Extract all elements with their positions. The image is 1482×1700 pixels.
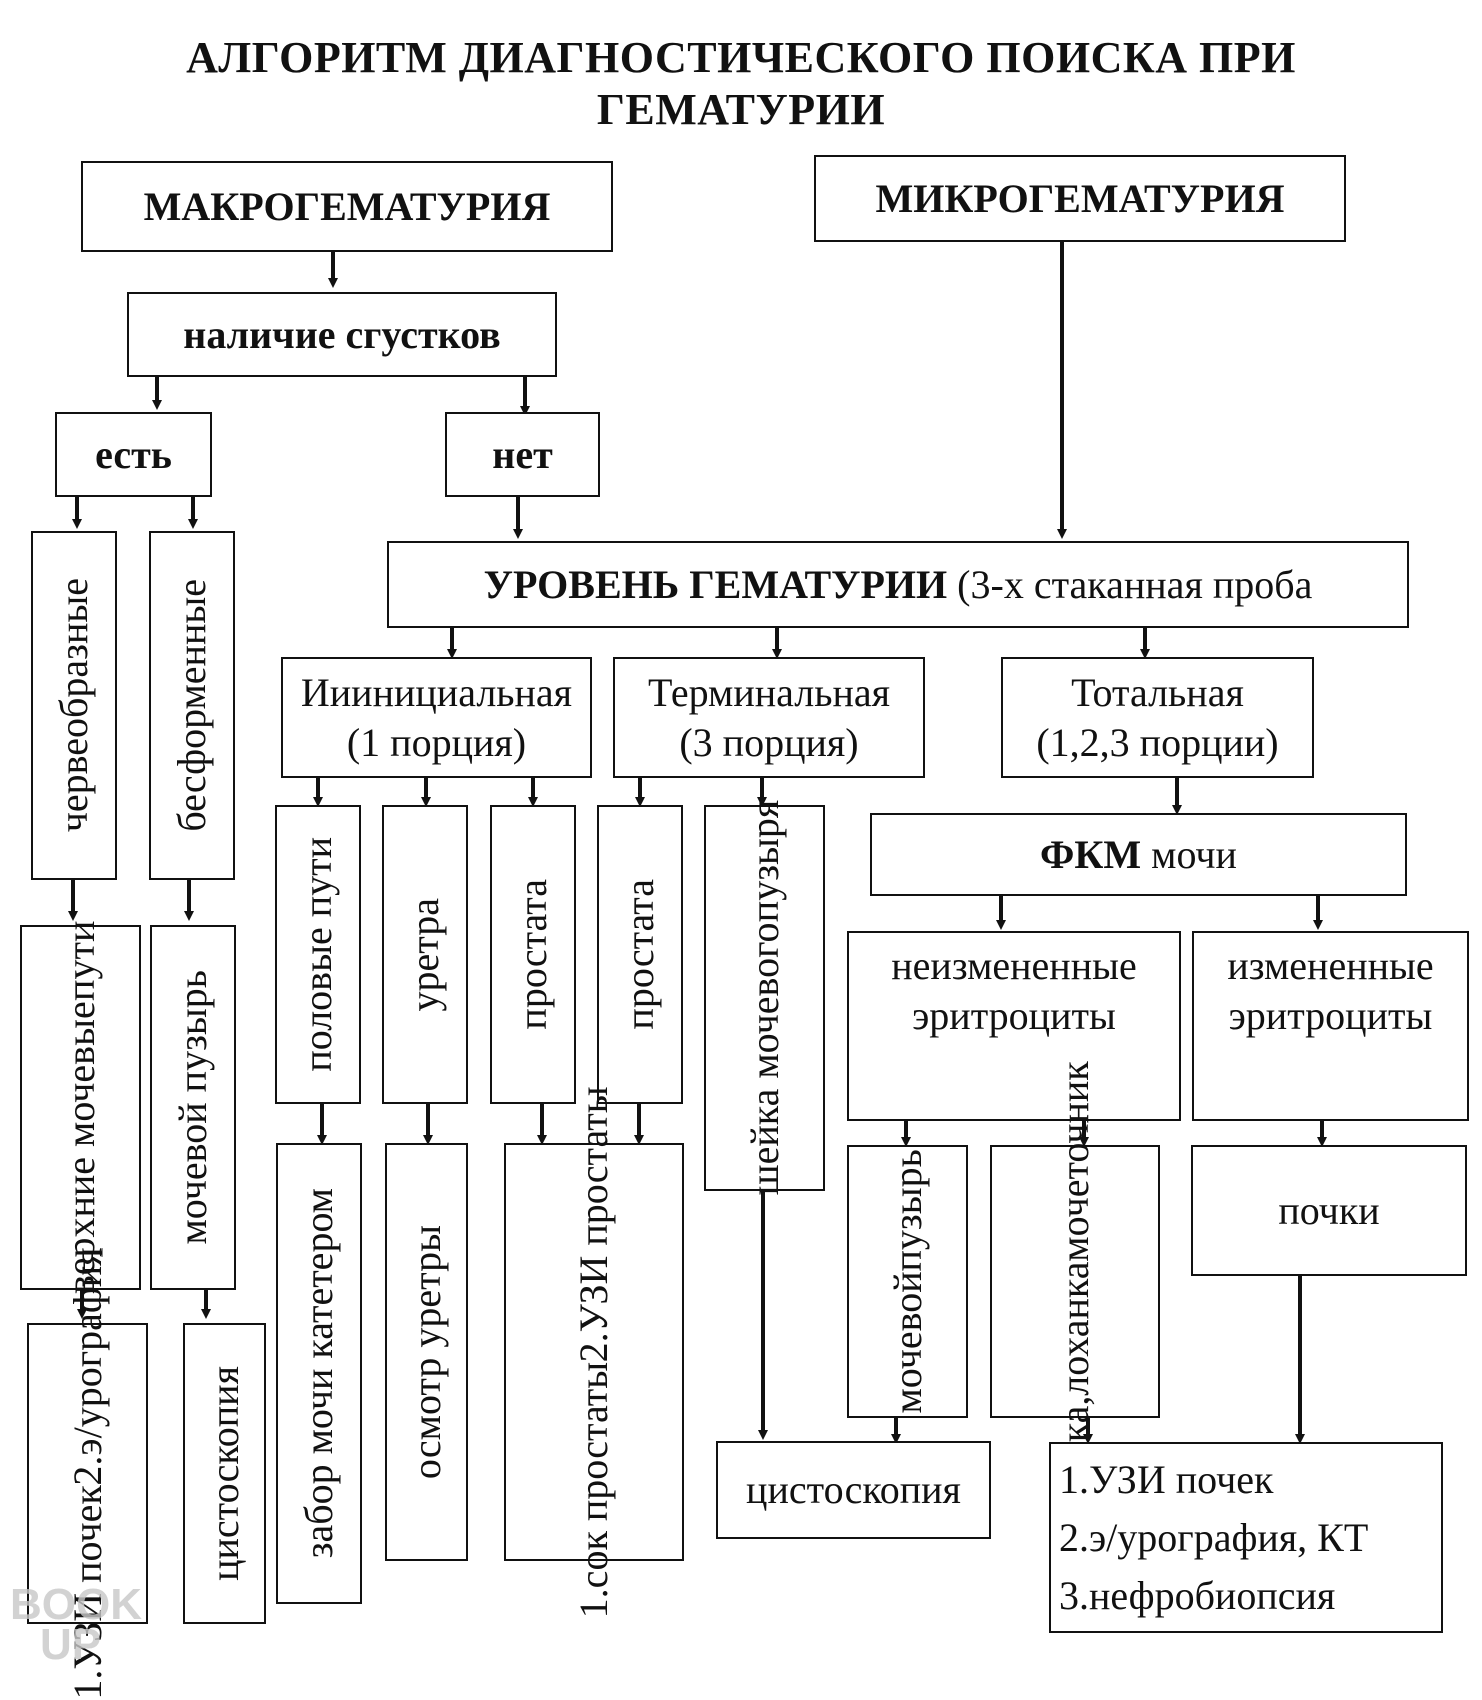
worm-shaped-label: червеобразные [51, 578, 96, 833]
fkm-bold: ФКМ [1040, 831, 1142, 877]
prostate-1-box: простата [490, 805, 576, 1104]
macrohematuria-box: МАКРОГЕМАТУРИЯ [81, 161, 613, 252]
upper-tract-text: верхние мочевые пути [56, 921, 106, 1294]
yes-box: есть [55, 412, 212, 497]
total-box: Тотальная (1,2,3 порции) [1001, 657, 1314, 778]
pelvis-box: почка, лоханка мочеточник [990, 1061, 1160, 1502]
genital-tract-box: половые пути [275, 805, 361, 1104]
bladder-2-line-2: пузырь [884, 1149, 930, 1272]
prostate-exam-line-1: 1.сок простаты [571, 1361, 616, 1619]
terminal-line-2: (3 порция) [679, 719, 859, 765]
bladder-neck-line-1: шейка мочевого [741, 922, 787, 1196]
total-line-1: Тотальная [1071, 669, 1244, 715]
cystoscopy-mid-box: цистоскопия [716, 1441, 991, 1539]
bookup-watermark: BOOK UP [10, 1580, 142, 1669]
hematuria-level-text: УРОВЕНЬ ГЕМАТУРИИ (3-х стаканная проба [484, 560, 1313, 610]
cystoscopy-left-label: цистоскопия [201, 1366, 247, 1581]
title-line-2: ГЕМАТУРИИ [596, 85, 886, 134]
hematuria-level-bold: УРОВЕНЬ ГЕМАТУРИИ [483, 561, 948, 607]
cystoscopy-mid-label: цистоскопия [746, 1467, 961, 1512]
upper-tract-box: верхние мочевые пути [20, 921, 141, 1294]
urethra-box: уретра [382, 805, 468, 1104]
upper-tract-line-2: пути [57, 921, 103, 1002]
bladder-2-text: мочевой пузырь [883, 1149, 933, 1414]
shapeless-box: бесформенные [149, 531, 235, 880]
final-exam-line-3: 3.нефробиопсия [1059, 1572, 1336, 1618]
bladder-2-line-1: мочевой [884, 1271, 930, 1414]
initial-line-1: Ииинициальная [300, 669, 573, 715]
total-text: Тотальная (1,2,3 порции) [1036, 668, 1278, 768]
kidneys-label: почки [1278, 1187, 1380, 1233]
terminal-line-1: Терминальная [647, 669, 891, 715]
catheter-box: забор мочи катетером [276, 1143, 362, 1604]
final-exam-text: 1.УЗИ почек 2.э/урография, КТ 3.нефробио… [1051, 1451, 1441, 1625]
title-line-1: АЛГОРИТМ ДИАГНОСТИЧЕСКОГО ПОИСКА ПРИ [186, 33, 1296, 82]
shapeless-label: бесформенные [169, 579, 214, 832]
terminal-text: Терминальная (3 порция) [648, 668, 890, 768]
unchanged-rbc-text: неизмененные эритроциты [891, 941, 1136, 1041]
changed-rbc-line-2: эритроциты [1228, 993, 1433, 1038]
unchanged-rbc-box: неизмененные эритроциты [847, 931, 1181, 1121]
bladder-2-box: мочевой пузырь [847, 1145, 968, 1418]
changed-rbc-text: измененные эритроциты [1227, 941, 1433, 1041]
pelvis-line-2: лоханка [1052, 1261, 1097, 1396]
final-exam-line-1: 1.УЗИ почек [1059, 1456, 1274, 1502]
prostate-exam-text: 1.сок простаты 2.УЗИ простаты [569, 1086, 619, 1618]
bladder-neck-text: шейка мочевого пузыря [740, 800, 790, 1195]
unchanged-rbc-line-2: эритроциты [912, 993, 1116, 1038]
microhematuria-box: МИКРОГЕМАТУРИЯ [814, 155, 1346, 242]
clots-box: наличие сгустков [127, 292, 557, 377]
urethra-exam-label: осмотр уретры [403, 1224, 449, 1480]
fkm-text: ФКМ мочи [1040, 830, 1237, 880]
bladder-box: мочевой пузырь [150, 925, 236, 1290]
kidney-exam-box: 1.УЗИ почек 2.э/урография [27, 1247, 148, 1700]
fkm-box: ФКМ мочи [870, 813, 1407, 896]
pelvis-line-3: мочеточник [1052, 1060, 1097, 1262]
urethra-exam-box: осмотр уретры [385, 1143, 468, 1561]
prostate-2-label: простата [617, 879, 662, 1030]
hematuria-level-box: УРОВЕНЬ ГЕМАТУРИИ (3-х стаканная проба [387, 541, 1409, 628]
pelvis-text: почка, лоханка мочеточник [1050, 1061, 1100, 1503]
changed-rbc-line-1: измененные [1227, 943, 1434, 988]
fkm-rest: мочи [1141, 831, 1237, 877]
prostate-1-label: простата [510, 879, 555, 1030]
prostate-exam-box: 1.сок простаты 2.УЗИ простаты [504, 1086, 684, 1618]
genital-tract-label: половые пути [295, 837, 340, 1072]
changed-rbc-box: измененные эритроциты [1192, 931, 1469, 1121]
worm-shaped-box: червеобразные [31, 531, 117, 880]
urethra-label: уретра [402, 897, 447, 1012]
bladder-neck-line-2: пузыря [741, 800, 787, 923]
yes-label: есть [95, 431, 172, 477]
bladder-neck-box: шейка мочевого пузыря [704, 800, 825, 1196]
initial-text: Ииинициальная (1 порция) [301, 668, 572, 768]
unchanged-rbc-line-1: неизмененные [891, 943, 1137, 988]
final-exam-line-2: 2.э/урография, КТ [1059, 1514, 1369, 1560]
cystoscopy-left-box: цистоскопия [183, 1323, 266, 1624]
initial-line-2: (1 порция) [346, 719, 527, 765]
total-line-2: (1,2,3 порции) [1036, 719, 1279, 765]
prostate-exam-line-2: 2.УЗИ простаты [571, 1085, 616, 1362]
no-label: нет [492, 431, 553, 477]
watermark-line-2: UP [40, 1620, 102, 1669]
prostate-2-box: простата [597, 805, 683, 1104]
initial-box: Ииинициальная (1 порция) [281, 657, 592, 778]
no-box: нет [445, 412, 600, 497]
macrohematuria-label: МАКРОГЕМАТУРИЯ [143, 183, 551, 229]
final-exam-box: 1.УЗИ почек 2.э/урография, КТ 3.нефробио… [1049, 1442, 1443, 1633]
catheter-label: забор мочи катетером [296, 1188, 341, 1559]
microhematuria-label: МИКРОГЕМАТУРИЯ [875, 175, 1285, 221]
kidney-exam-line-2: 2.э/урография [64, 1247, 110, 1486]
terminal-box: Терминальная (3 порция) [613, 657, 925, 778]
bladder-label: мочевой пузырь [170, 970, 215, 1245]
kidneys-box: почки [1191, 1145, 1467, 1276]
watermark-line-1: BOOK [10, 1580, 142, 1629]
clots-label: наличие сгустков [183, 311, 501, 357]
hematuria-level-rest: (3-х стаканная проба [947, 561, 1313, 607]
